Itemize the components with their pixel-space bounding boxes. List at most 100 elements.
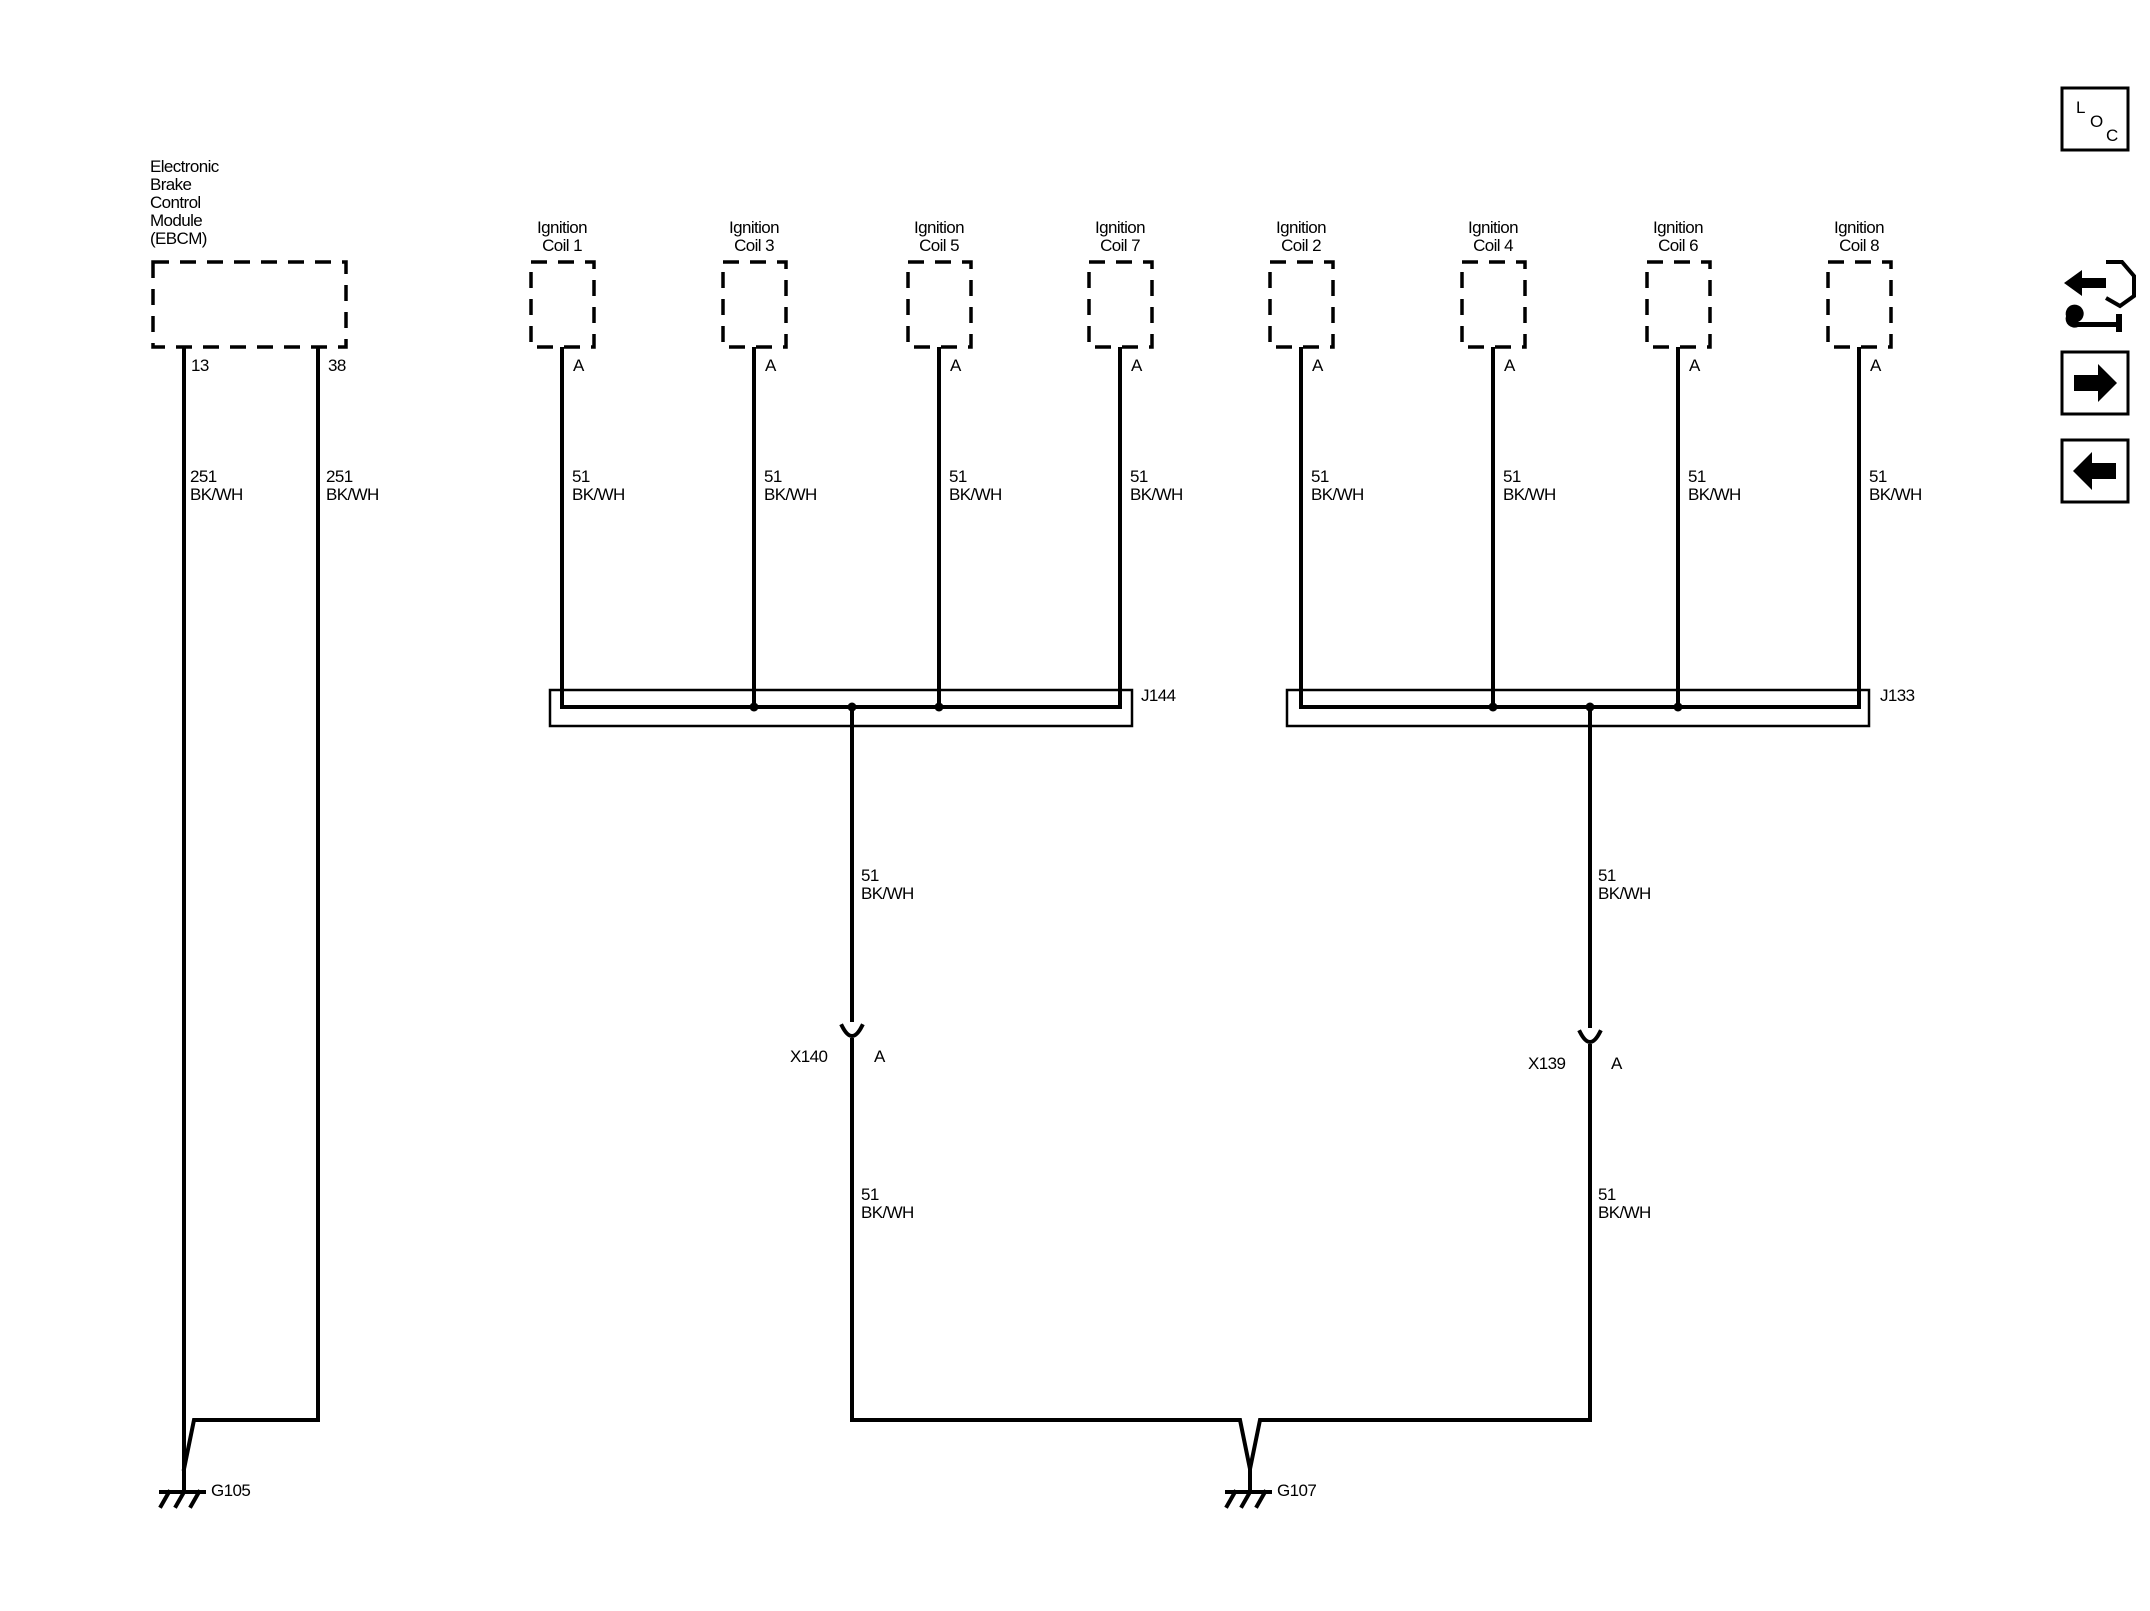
- coil-7-pin: A: [1131, 356, 1143, 375]
- harness-right-upper-color: BK/WH: [1598, 884, 1651, 903]
- previous-page-button[interactable]: [2060, 438, 2130, 504]
- coil-8-outline: [1826, 260, 1893, 349]
- coil-2-label-line-2: Coil 2: [1281, 236, 1321, 255]
- ebcm-wire-1-circuit: 251: [190, 467, 217, 486]
- harness-left-upper-circuit: 51: [861, 866, 879, 885]
- coil-6-label-line-2: Coil 6: [1658, 236, 1698, 255]
- splice-j133-node: [1488, 702, 1498, 712]
- coil-2-circuit: 51: [1311, 467, 1329, 486]
- connector-x139-label: X139: [1528, 1054, 1565, 1073]
- connector-x140-label: X140: [790, 1047, 827, 1066]
- coil-1-label-line-1: Ignition: [537, 218, 587, 237]
- coil-8-pin: A: [1870, 356, 1882, 375]
- coil-2-color: BK/WH: [1311, 485, 1364, 504]
- ebcm-module[interactable]: Electronic Brake Control Module (EBCM): [150, 157, 348, 349]
- coil-4-label-line-1: Ignition: [1468, 218, 1518, 237]
- coil-4[interactable]: Ignition Coil 4: [1460, 218, 1527, 349]
- coil-5-outline: [906, 260, 973, 349]
- coil-6[interactable]: Ignition Coil 6: [1645, 218, 1712, 349]
- coil-3-color: BK/WH: [764, 485, 817, 504]
- ebcm-wire-1-color: BK/WH: [190, 485, 243, 504]
- ground-g105-hatch: [188, 1489, 202, 1509]
- arrow-right-icon: [2074, 364, 2117, 402]
- coil-8-color: BK/WH: [1869, 485, 1922, 504]
- coil-4-circuit: 51: [1503, 467, 1521, 486]
- splice-j144-node: [934, 702, 944, 712]
- coil-4-pin: A: [1504, 356, 1516, 375]
- ground-g107-hatch: [1239, 1489, 1253, 1509]
- connector-x139[interactable]: [1577, 1029, 1603, 1044]
- harness-left-lower-circuit: 51: [861, 1185, 879, 1204]
- coil-1-pin: A: [573, 356, 585, 375]
- coil-5-label-line-1: Ignition: [914, 218, 964, 237]
- coil-5-pin: A: [950, 356, 962, 375]
- coil-8-label-line-1: Ignition: [1834, 218, 1884, 237]
- splice-j144-outline: [548, 688, 1134, 728]
- coil-5-label-line-2: Coil 5: [919, 236, 959, 255]
- harness-left-upper-color: BK/WH: [861, 884, 914, 903]
- connector-x139-pin: A: [1611, 1054, 1623, 1073]
- ground-g107-hatch: [1224, 1489, 1238, 1509]
- coil-3-label-line-2: Coil 3: [734, 236, 774, 255]
- coil-2-outline: [1268, 260, 1335, 349]
- ground-g107-bus: [850, 1418, 1592, 1470]
- ebcm-label-line-4: Module: [150, 211, 202, 230]
- coil-2[interactable]: Ignition Coil 2: [1268, 218, 1335, 349]
- next-page-button[interactable]: [2060, 350, 2130, 416]
- harness-right-lower-circuit: 51: [1598, 1185, 1616, 1204]
- splice-j133-label: J133: [1880, 686, 1915, 705]
- coil-5[interactable]: Ignition Coil 5: [906, 218, 973, 349]
- harness-right-upper-circuit: 51: [1598, 866, 1616, 885]
- coil-2-pin: A: [1312, 356, 1324, 375]
- ground-g105-label: G105: [211, 1481, 250, 1500]
- splice-pack-j144[interactable]: [548, 688, 1134, 728]
- coil-5-circuit: 51: [949, 467, 967, 486]
- coil-3[interactable]: Ignition Coil 3: [721, 218, 788, 349]
- coil-3-outline: [721, 260, 788, 349]
- coil-6-outline: [1645, 260, 1712, 349]
- coil-1-color: BK/WH: [572, 485, 625, 504]
- coil-1-label-line-2: Coil 1: [542, 236, 582, 255]
- coil-7[interactable]: Ignition Coil 7: [1087, 218, 1154, 349]
- coil-5-color: BK/WH: [949, 485, 1002, 504]
- splice-j144-node: [749, 702, 759, 712]
- coil-7-color: BK/WH: [1130, 485, 1183, 504]
- coil-4-outline: [1460, 260, 1527, 349]
- coil-4-color: BK/WH: [1503, 485, 1556, 504]
- coil-8-circuit: 51: [1869, 467, 1887, 486]
- harness-right-lower-color: BK/WH: [1598, 1203, 1651, 1222]
- splice-j144-label: J144: [1141, 686, 1176, 705]
- ebcm-pin-38: 38: [328, 356, 346, 375]
- coil-1[interactable]: Ignition Coil 1: [529, 218, 596, 349]
- ground-g107[interactable]: [1224, 1467, 1272, 1509]
- ebcm-label-line-3: Control: [150, 193, 201, 212]
- ebcm-wire-2-circuit: 251: [326, 467, 353, 486]
- connector-x140-symbol: [839, 1023, 865, 1038]
- coil-6-pin: A: [1689, 356, 1701, 375]
- ebcm-label-line-5: (EBCM): [150, 229, 207, 248]
- coil-2-label-line-1: Ignition: [1276, 218, 1326, 237]
- connector-info-icon: [2064, 260, 2136, 332]
- connector-x140-pin: A: [874, 1047, 886, 1066]
- arrow-left-icon: [2073, 452, 2116, 490]
- connector-info-button[interactable]: [2064, 260, 2136, 332]
- coil-8-label-line-2: Coil 8: [1839, 236, 1879, 255]
- coil-3-circuit: 51: [764, 467, 782, 486]
- loc-button[interactable]: L O C: [2060, 86, 2130, 152]
- ground-g105[interactable]: [158, 1467, 206, 1509]
- coil-6-circuit: 51: [1688, 467, 1706, 486]
- ebcm-label-line-2: Brake: [150, 175, 192, 194]
- ebcm-pin-13: 13: [191, 356, 209, 375]
- ebcm-wire-2-color: BK/WH: [326, 485, 379, 504]
- ground-g107-label: G107: [1277, 1481, 1316, 1500]
- splice-j133-node: [1673, 702, 1683, 712]
- coil-7-outline: [1087, 260, 1154, 349]
- connector-x140[interactable]: [839, 1023, 865, 1038]
- loc-letter-c: C: [2106, 126, 2118, 145]
- coil-3-pin: A: [765, 356, 777, 375]
- ground-g105-hatch: [158, 1489, 172, 1509]
- coil-8[interactable]: Ignition Coil 8: [1826, 218, 1893, 349]
- splice-pack-j133[interactable]: [1285, 688, 1871, 728]
- splice-j133-outline: [1285, 688, 1871, 728]
